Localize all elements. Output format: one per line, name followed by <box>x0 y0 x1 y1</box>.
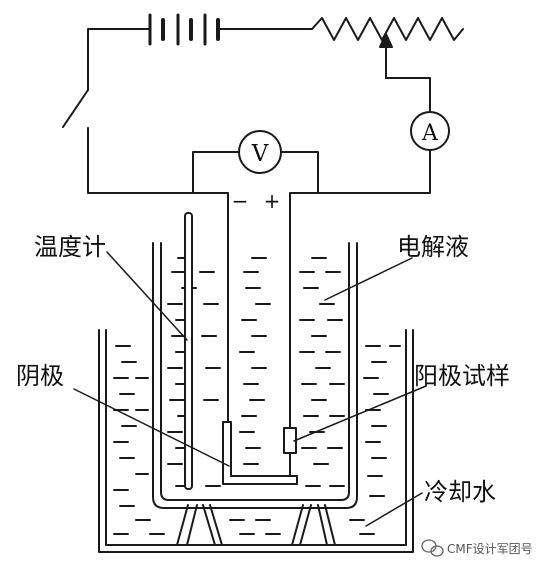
thermometer <box>184 212 193 490</box>
cooling-bath <box>98 329 414 553</box>
watermark-text: CMF设计军团号 <box>447 542 533 556</box>
wire-slider-to-ammeter <box>385 77 431 113</box>
voltmeter-label: V <box>251 141 269 167</box>
circuit <box>62 13 464 481</box>
electrolyte-leader <box>324 257 413 301</box>
beaker-supports <box>176 504 336 546</box>
switch-blade <box>62 89 89 128</box>
wire-ammeter-to-anode <box>289 149 431 481</box>
rheostat <box>311 17 464 41</box>
polarity-positive: + <box>264 189 281 213</box>
wire-voltmeter-left <box>192 151 240 194</box>
wechat-icon <box>421 539 444 557</box>
electrolyte-dashes <box>167 257 345 487</box>
anode-leader <box>293 385 427 442</box>
watermark: CMF设计军团号 <box>421 539 533 557</box>
anode-sample-label: 阳极试样 <box>414 362 510 390</box>
thermometer-label: 温度计 <box>34 233 106 261</box>
wire-left-lower <box>87 127 229 481</box>
wire-voltmeter-right <box>280 151 319 194</box>
rheostat-slider-arrow <box>379 33 393 48</box>
electrolyte-label: 电解液 <box>397 233 469 261</box>
wire-top-left <box>87 28 151 91</box>
cathode-leader <box>73 388 230 467</box>
cathode-label: 阴极 <box>16 362 64 390</box>
inner-beaker <box>152 242 358 509</box>
cooling-water-leader <box>365 492 423 527</box>
thermometer-leader <box>106 251 188 341</box>
ammeter-label: A <box>421 121 439 146</box>
battery <box>148 13 220 46</box>
polarity-negative: − <box>232 189 249 213</box>
leader-lines <box>73 251 427 527</box>
cooling-water-dashes <box>113 345 401 535</box>
cathode-electrode <box>222 421 298 485</box>
cooling-water-label: 冷却水 <box>424 478 496 506</box>
